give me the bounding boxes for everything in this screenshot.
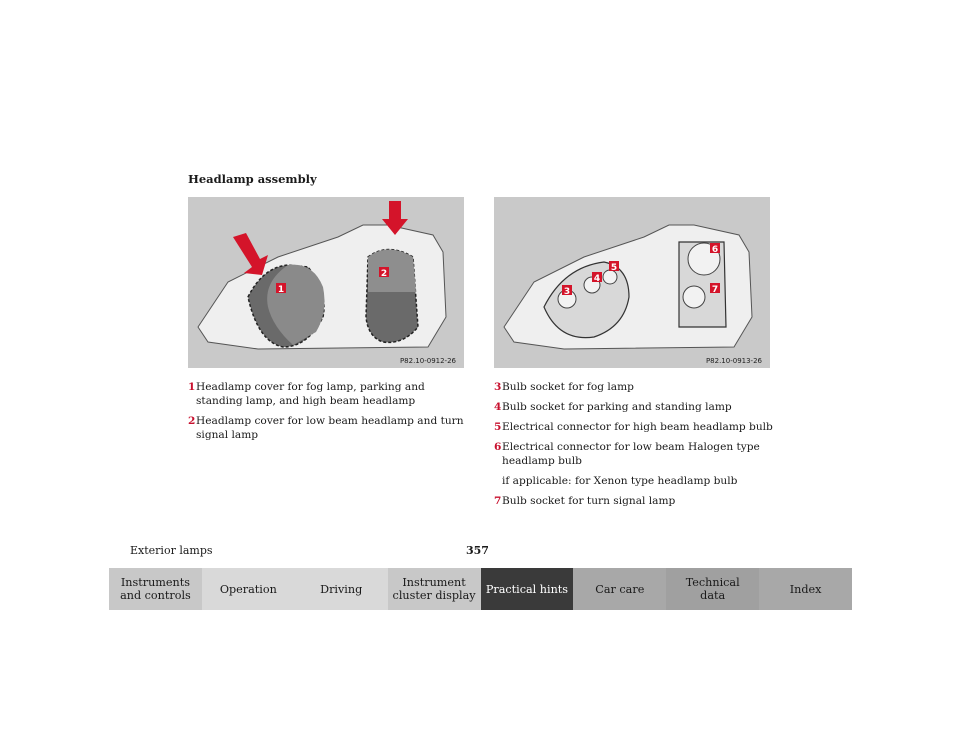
callout-label: 1	[278, 285, 284, 295]
headlamp-bulbs-illustration: 4 5 3 6 7	[503, 224, 753, 350]
legend-number: 6	[494, 441, 502, 453]
legend-text: Headlamp cover for fog lamp, parking and…	[196, 381, 425, 407]
legend-number: 2	[188, 415, 196, 427]
headlamp-bulbs-figure: 4 5 3 6 7 P82.10-0913-26	[494, 197, 770, 368]
callout-label: 3	[564, 287, 570, 297]
tab-operation[interactable]: Operation	[201, 568, 295, 610]
callout-label: 4	[594, 274, 600, 284]
legend-number: 4	[494, 401, 502, 413]
legend-text: Headlamp cover for low beam headlamp and…	[196, 415, 464, 441]
legend-number: 3	[494, 381, 502, 393]
page-number: 357	[466, 544, 489, 557]
arrow-icon	[382, 201, 408, 235]
legend-text: Bulb socket for parking and standing lam…	[502, 401, 732, 413]
legend-text: Bulb socket for turn signal lamp	[502, 495, 676, 507]
tab-practical-hints[interactable]: Practical hints	[480, 568, 574, 610]
callout-label: 5	[611, 263, 617, 273]
headlamp-covers-illustration: 1 2	[197, 201, 447, 350]
tab-driving[interactable]: Driving	[294, 568, 388, 610]
figure-code: P82.10-0913-26	[705, 357, 762, 365]
footer-section-title: Exterior lamps	[130, 544, 213, 557]
legend-note: if applicable: for Xenon type headlamp b…	[502, 475, 738, 487]
arrow-icon	[233, 233, 268, 275]
legend-number: 7	[494, 495, 502, 507]
tab-instruments-and-controls[interactable]: Instruments and controls	[109, 568, 202, 610]
callout-label: 6	[712, 245, 718, 255]
legend-text: Bulb socket for fog lamp	[502, 381, 634, 393]
legend-text: Electrical connector for low beam Haloge…	[502, 441, 760, 467]
chapter-nav: Instruments and controls Operation Drivi…	[109, 568, 852, 610]
legend-text: Electrical connector for high beam headl…	[502, 421, 773, 433]
tab-index[interactable]: Index	[759, 568, 852, 610]
section-title: Headlamp assembly	[188, 172, 317, 186]
legend-number: 1	[188, 381, 196, 393]
tab-technical-data[interactable]: Technical data	[666, 568, 760, 610]
tab-car-care[interactable]: Car care	[573, 568, 667, 610]
figure-code: P82.10-0912-26	[399, 357, 456, 365]
callout-label: 7	[712, 285, 718, 295]
callout-label: 2	[381, 269, 387, 279]
headlamp-covers-figure: 1 2 P82.10-0912-26	[188, 197, 464, 368]
tab-instrument-cluster-display[interactable]: Instrument cluster display	[387, 568, 481, 610]
legend-number: 5	[494, 421, 502, 433]
